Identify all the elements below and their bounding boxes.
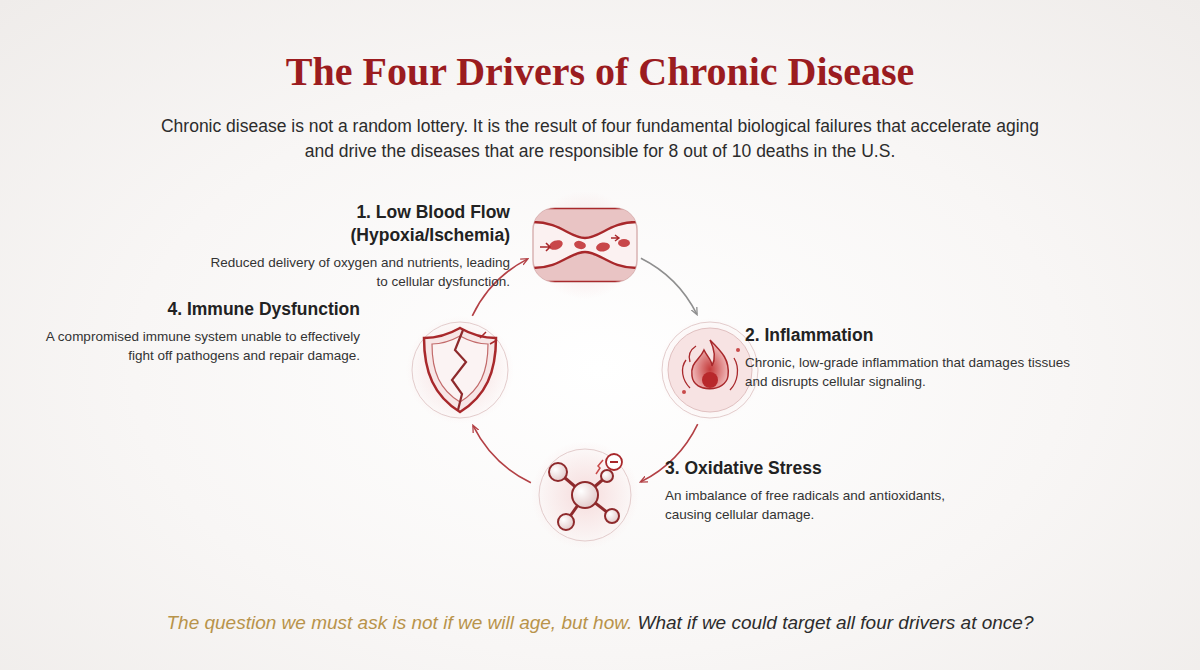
driver-node: 1. Low Blood Flow (Hypoxia/Ischemia)Redu…	[533, 193, 637, 297]
driver-heading: 4. Immune Dysfunction	[38, 298, 360, 321]
text-group: 1. Low Blood Flow (Hypoxia/Ischemia) Redu…	[205, 201, 510, 292]
cycle-arrow	[641, 258, 697, 314]
driver-description: An imbalance of free radicals and antiox…	[665, 486, 995, 525]
driver-node: 3. Oxidative StressAn imbalance of free …	[535, 445, 635, 545]
driver-node: 4. Immune DysfunctionA compromised immun…	[410, 320, 510, 420]
text-group: 4. Immune Dysfunction A compromised immun…	[38, 298, 360, 366]
subtitle-text: Chronic disease is not a random lottery.…	[160, 114, 1040, 165]
caption-question: What if we could target all four drivers…	[637, 612, 1033, 633]
diagram-title: The Four Drivers of Chronic Disease	[0, 48, 1200, 95]
driver-description: A compromised immune system unable to ef…	[38, 327, 360, 366]
driver-heading: 3. Oxidative Stress	[665, 457, 995, 480]
driver-heading: 2. Inflammation	[745, 324, 1090, 347]
caption-row: The question we must ask is not if we wi…	[0, 612, 1200, 634]
molecule-icon	[531, 441, 639, 549]
cycle-arrow	[473, 426, 531, 483]
caption-text: The question we must ask is not if we wi…	[166, 612, 632, 633]
text-group: 3. Oxidative Stress An imbalance of free …	[665, 457, 995, 525]
text-group: 2. InflammationChronic, low-grade inflam…	[745, 324, 1090, 392]
driver-description: Reduced delivery of oxygen and nutrients…	[205, 253, 510, 292]
driver-description: Chronic, low-grade inflammation that dam…	[745, 353, 1090, 392]
driver-heading: 1. Low Blood Flow (Hypoxia/Ischemia)	[325, 201, 510, 247]
vessel-icon	[531, 191, 639, 299]
driver-node: 2. InflammationChronic, low-grade inflam…	[660, 320, 760, 420]
shield-icon	[406, 316, 514, 424]
